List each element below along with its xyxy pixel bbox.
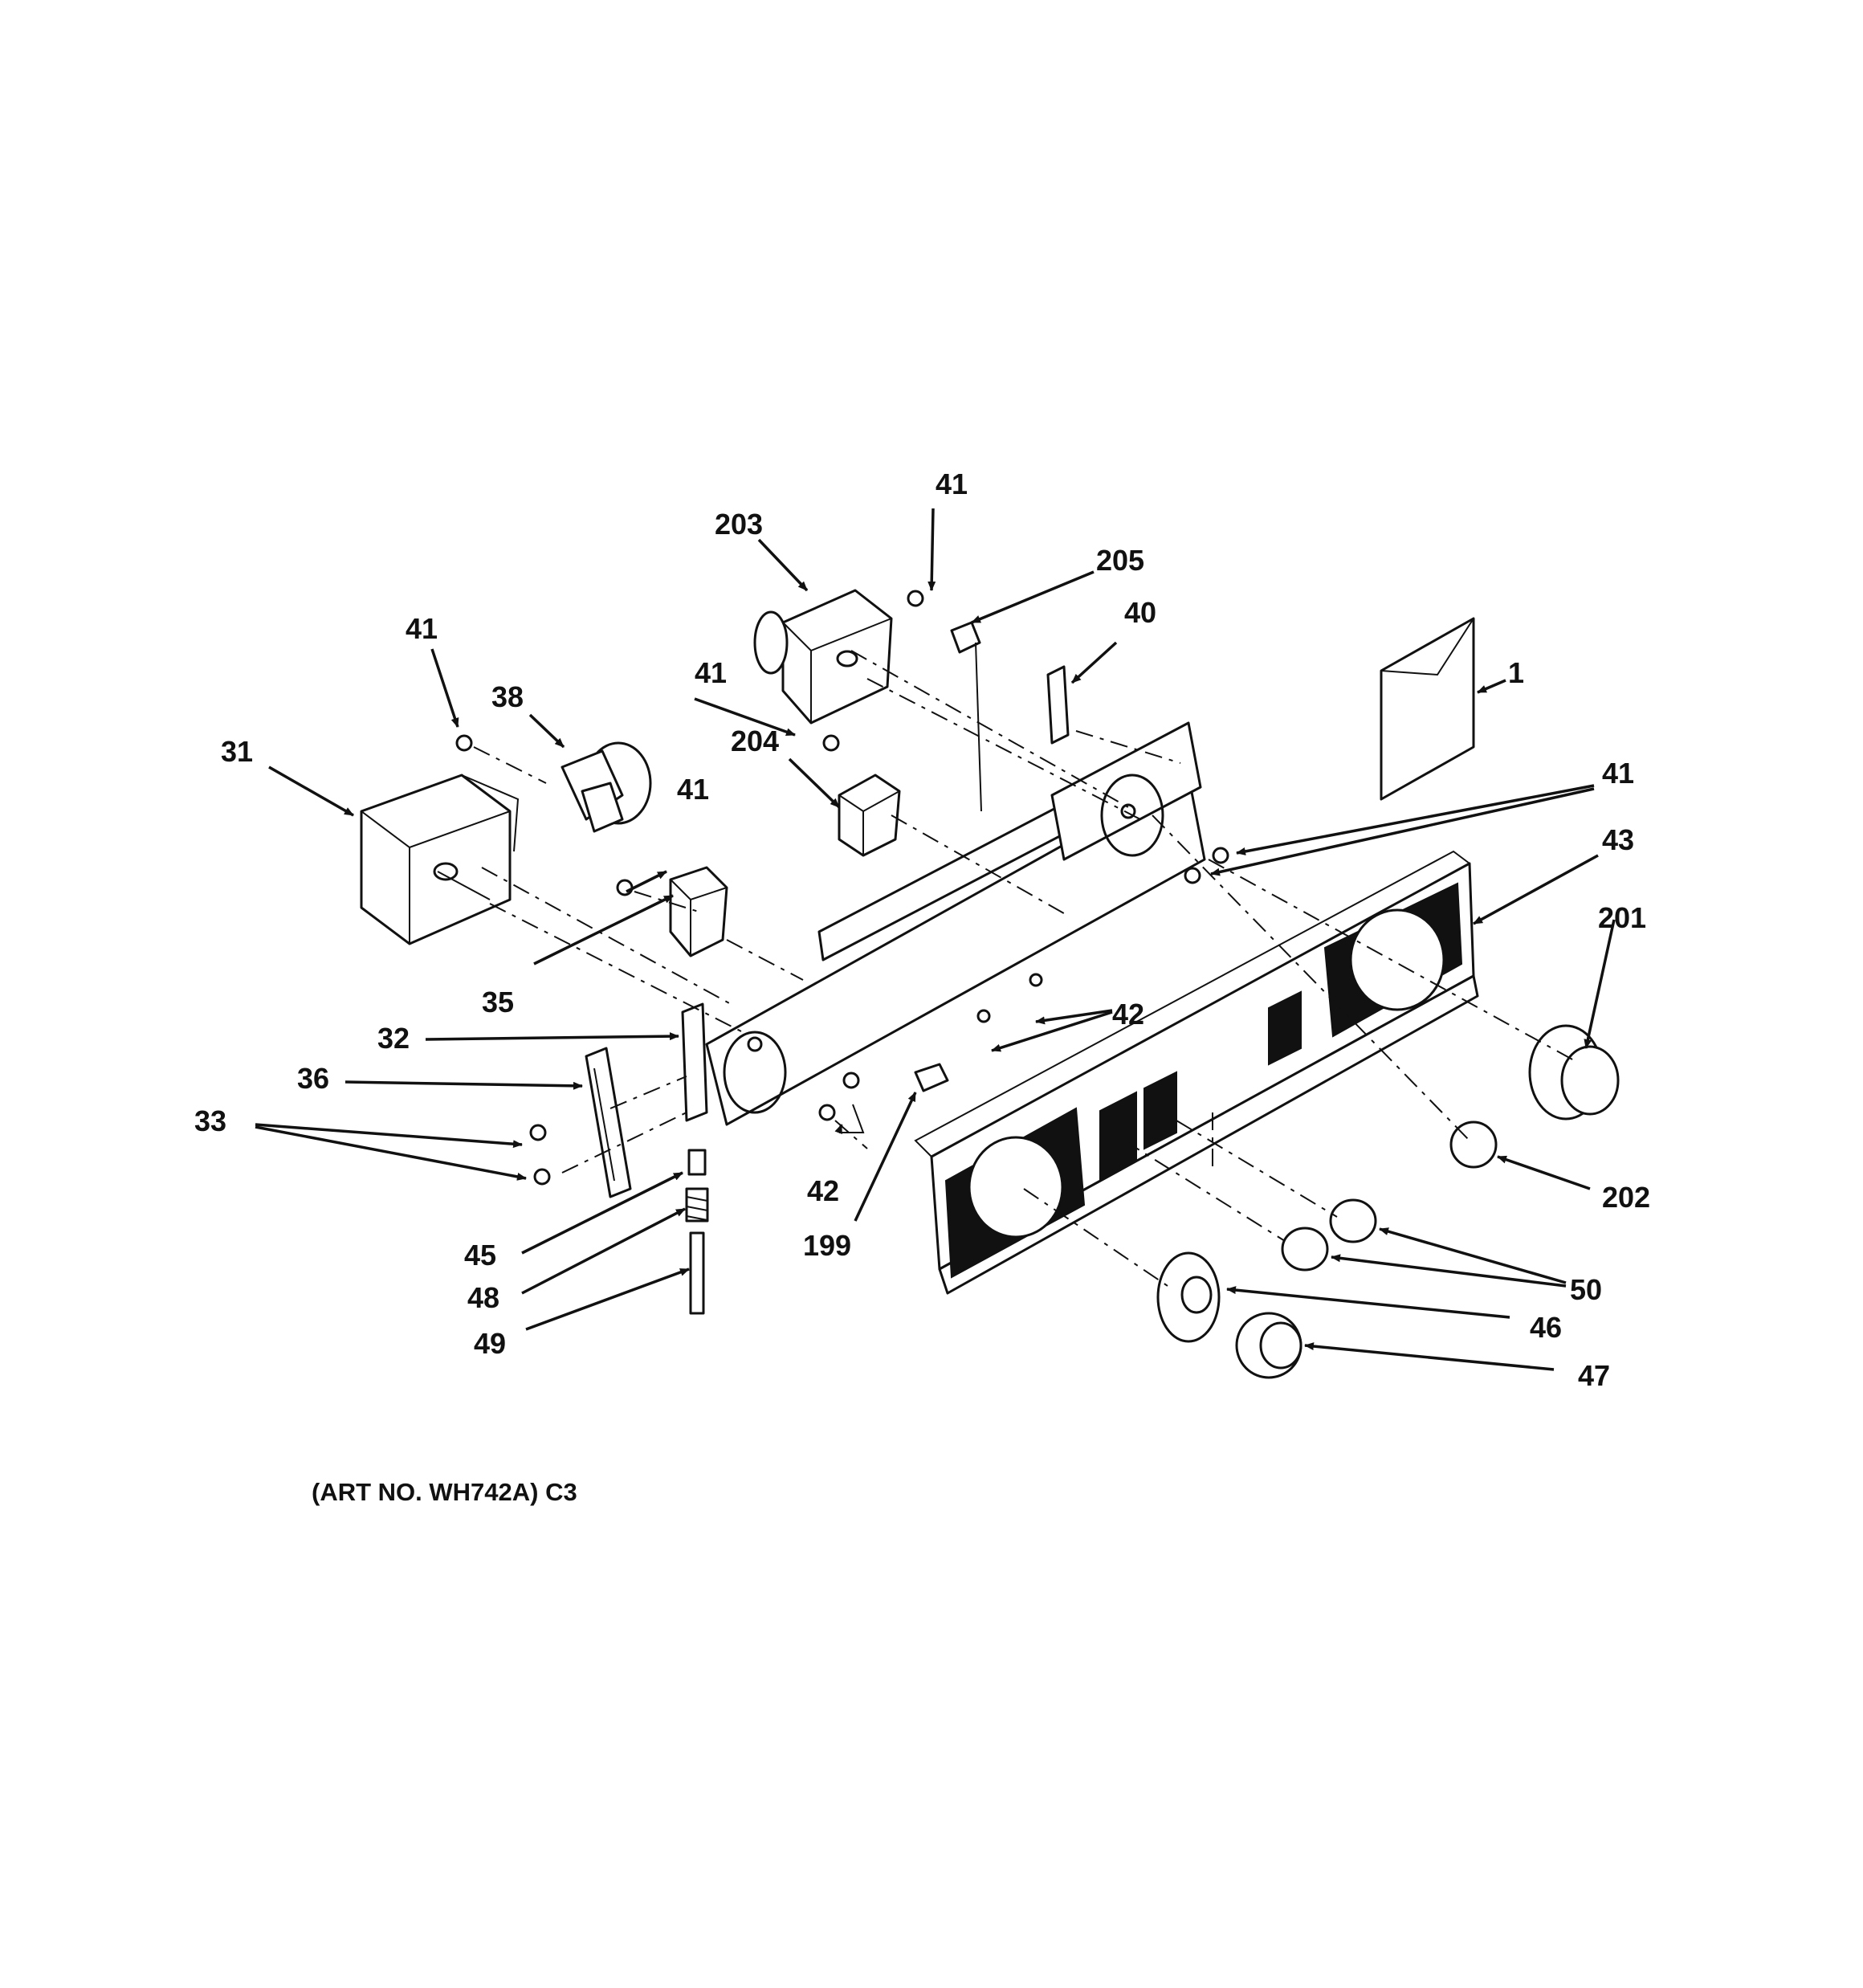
callout-43: 43 xyxy=(1602,823,1634,856)
assembly-lines xyxy=(473,650,1575,1290)
spring-screw-assembly xyxy=(685,1149,709,1315)
callout-46: 46 xyxy=(1530,1311,1562,1344)
knob-50-lower xyxy=(1281,1227,1329,1272)
timer-part xyxy=(360,774,520,945)
callout-47: 47 xyxy=(1578,1359,1610,1392)
skirt-46 xyxy=(1156,1251,1221,1343)
callout-50: 50 xyxy=(1570,1273,1602,1306)
callout-41-right: 41 xyxy=(1602,757,1634,790)
bracket-40-part xyxy=(1046,665,1070,745)
callout-33: 33 xyxy=(194,1104,226,1137)
control-panel-backsplash xyxy=(914,794,1479,1295)
switch-204-part xyxy=(838,774,901,857)
callout-199: 199 xyxy=(803,1229,851,1262)
callout-48: 48 xyxy=(467,1281,499,1314)
art-number-caption: (ART NO. WH742A) C3 xyxy=(312,1478,577,1506)
callout-42-right: 42 xyxy=(1112,998,1144,1031)
callout-203: 203 xyxy=(715,508,763,541)
callout-31: 31 xyxy=(221,735,253,768)
callout-42-bottom: 42 xyxy=(807,1174,839,1207)
knob-47 xyxy=(1235,1312,1302,1379)
bracket-36-part xyxy=(585,1047,632,1198)
callout-35: 35 xyxy=(482,986,514,1018)
callout-49: 49 xyxy=(474,1327,506,1360)
control-bracket-frame xyxy=(705,721,1206,1126)
valve-203-part xyxy=(753,589,893,725)
callout-41-top: 41 xyxy=(936,467,968,500)
callout-205: 205 xyxy=(1096,544,1144,577)
callout-labels: 1 31 32 33 35 36 38 40 41 41 41 41 41 42… xyxy=(194,467,1650,1392)
callout-41-timer: 41 xyxy=(406,612,438,645)
callout-32: 32 xyxy=(377,1022,410,1055)
switch-35-part xyxy=(669,866,728,957)
callout-40: 40 xyxy=(1124,596,1156,629)
switch-205-part xyxy=(950,621,982,812)
callout-38: 38 xyxy=(491,680,524,713)
callout-1: 1 xyxy=(1508,656,1524,689)
installation-document-part xyxy=(1380,617,1475,801)
callout-41-mid: 41 xyxy=(695,656,727,689)
callout-202: 202 xyxy=(1602,1181,1650,1214)
screws xyxy=(455,590,1229,1186)
callout-41-switch: 41 xyxy=(677,773,709,806)
callout-arrows xyxy=(255,508,1616,1371)
hinge-32-part xyxy=(681,1002,708,1122)
callout-201: 201 xyxy=(1598,901,1646,934)
knob-201 xyxy=(1528,1024,1620,1121)
callout-45: 45 xyxy=(464,1239,496,1272)
switch-38-part xyxy=(561,741,652,833)
knob-50-upper xyxy=(1329,1198,1377,1243)
callout-36: 36 xyxy=(297,1062,329,1095)
callout-204: 204 xyxy=(731,725,779,757)
